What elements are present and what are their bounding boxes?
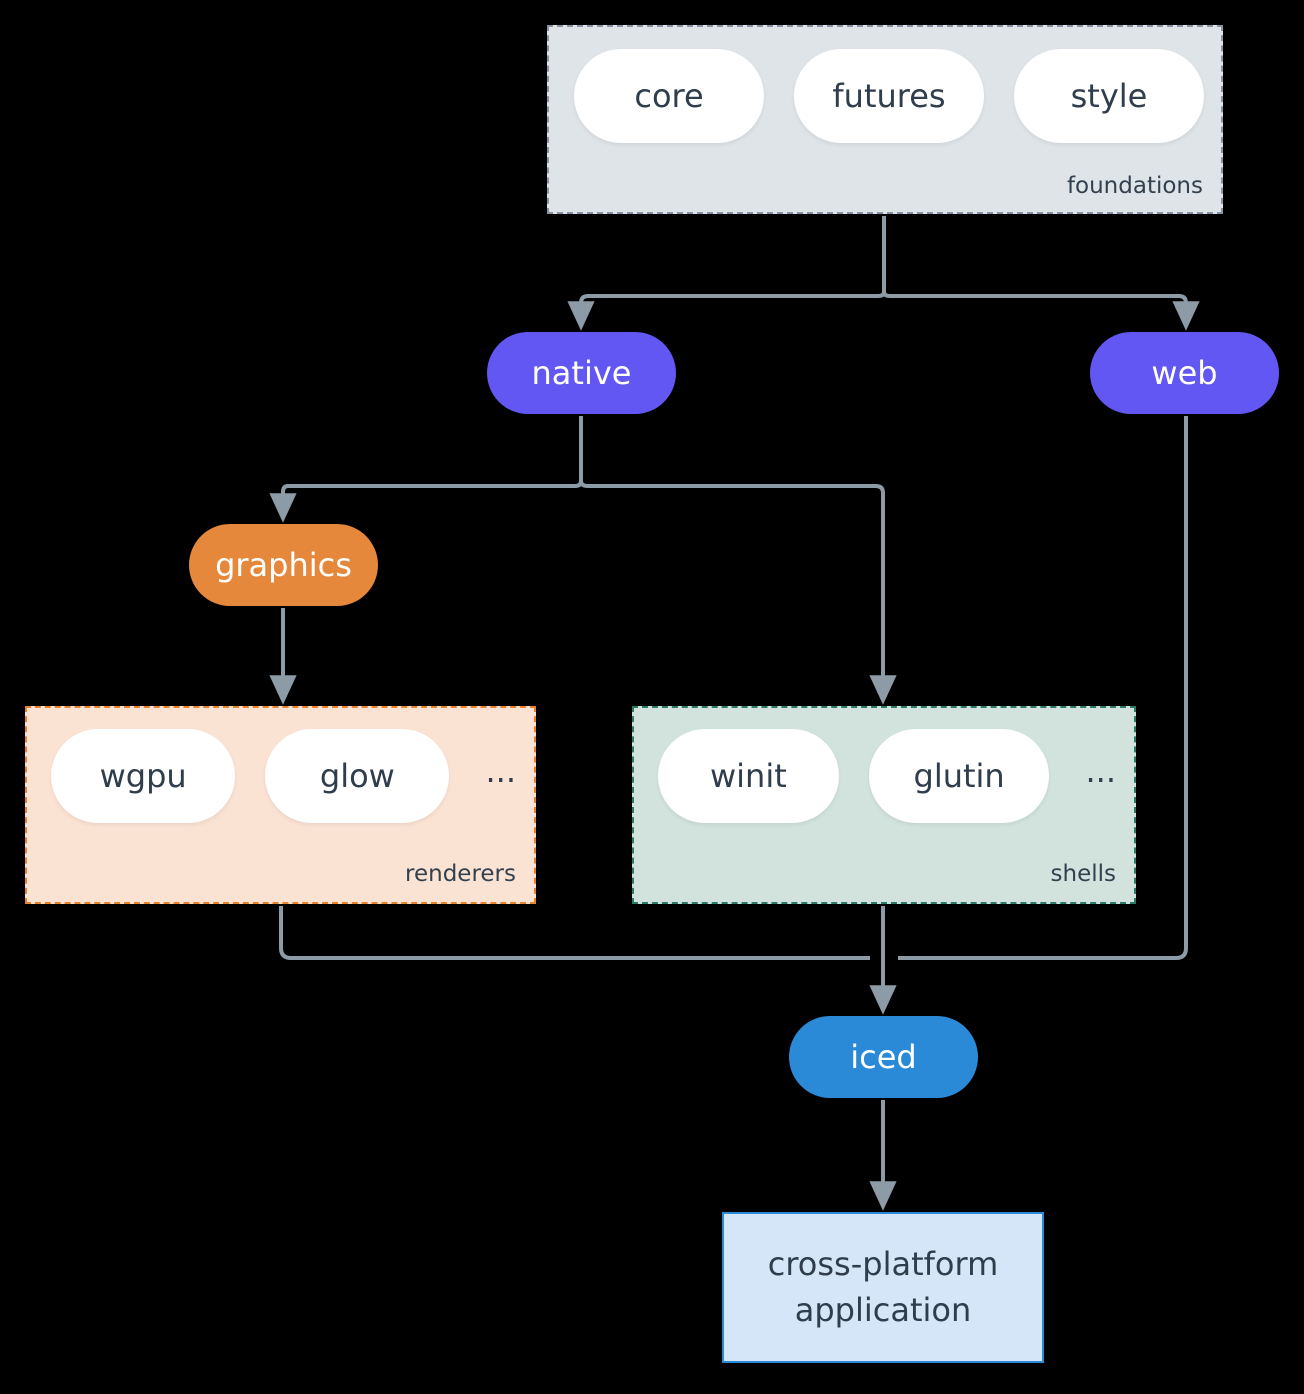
application-line-2: application <box>794 1290 972 1329</box>
group-label-renderers: renderers <box>405 861 516 887</box>
chip-winit[interactable]: winit <box>658 729 839 823</box>
edge-foundations-native <box>567 285 886 331</box>
foundations-chip-row: core futures style <box>574 49 1205 143</box>
edge-renderers-iced <box>279 906 870 960</box>
group-foundations: core futures style foundations <box>547 25 1223 214</box>
edge-native-shells <box>579 474 897 705</box>
group-shells: winit glutin ... shells <box>632 706 1136 904</box>
edge-foundations-web <box>882 285 1200 331</box>
node-cross-platform-application[interactable]: cross-platform application <box>722 1212 1044 1363</box>
chip-wgpu[interactable]: wgpu <box>51 729 236 823</box>
group-renderers: wgpu glow ... renderers <box>25 706 536 904</box>
node-native[interactable]: native <box>487 332 676 414</box>
chip-style[interactable]: style <box>1014 49 1204 143</box>
chip-core[interactable]: core <box>574 49 764 143</box>
renderers-more-ellipsis: ... <box>485 752 516 790</box>
shells-chip-row: winit glutin ... <box>658 729 1116 823</box>
node-iced[interactable]: iced <box>789 1016 978 1098</box>
node-web[interactable]: web <box>1090 332 1279 414</box>
chip-futures[interactable]: futures <box>794 49 984 143</box>
shells-more-ellipsis: ... <box>1085 752 1116 790</box>
application-line-1: cross-platform <box>767 1245 999 1284</box>
group-label-shells: shells <box>1050 861 1116 887</box>
group-label-foundations: foundations <box>1066 173 1203 199</box>
node-graphics[interactable]: graphics <box>189 524 378 606</box>
chip-glutin[interactable]: glutin <box>868 729 1050 823</box>
chip-glow[interactable]: glow <box>265 729 450 823</box>
renderers-chip-row: wgpu glow ... <box>51 729 516 823</box>
edge-native-graphics <box>269 474 583 523</box>
